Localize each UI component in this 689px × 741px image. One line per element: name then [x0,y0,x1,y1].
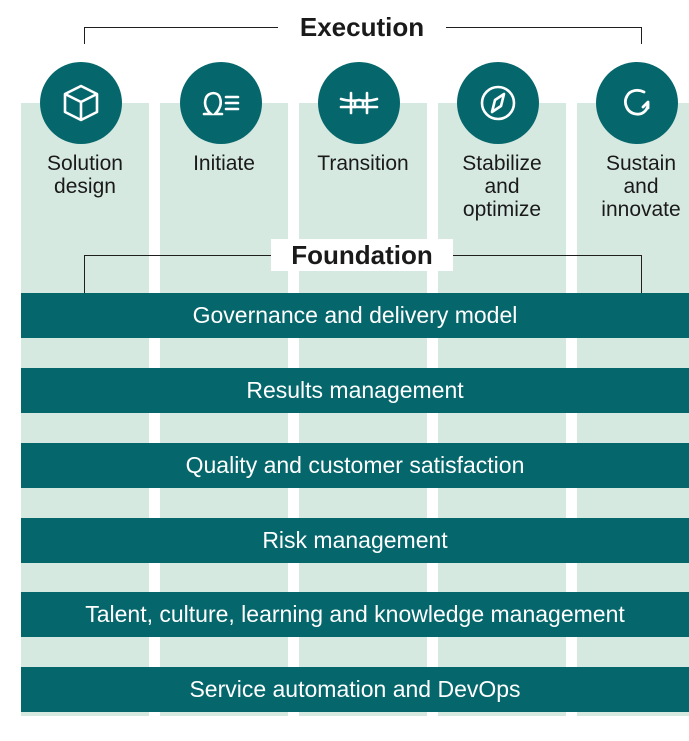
phase-initiate: Initiate [193,152,255,175]
foundation-title: Foundation [271,239,453,271]
bridge-icon [339,91,379,115]
sustain-circle [596,62,678,144]
compass-icon [480,85,516,121]
phase-sustain-innovate: Sustain and innovate [601,152,681,221]
bar-automation: Service automation and DevOps [21,667,689,712]
initiate-circle [180,62,262,144]
transition-circle [318,62,400,144]
solution-design-circle [40,62,122,144]
bar-risk: Risk management [21,518,689,563]
phase-solution-design: Solution design [47,152,123,198]
bar-quality: Quality and customer satisfaction [21,443,689,488]
execution-title: Execution [278,11,446,43]
phase-transition: Transition [317,152,409,175]
bar-governance: Governance and delivery model [21,293,689,338]
omega-list-icon [202,91,240,116]
stabilize-circle [457,62,539,144]
cube-icon [63,84,99,122]
refresh-icon [624,88,650,116]
bar-results: Results management [21,368,689,413]
bar-talent: Talent, culture, learning and knowledge … [21,592,689,637]
phase-stabilize-optimize: Stabilize and optimize [462,152,542,221]
